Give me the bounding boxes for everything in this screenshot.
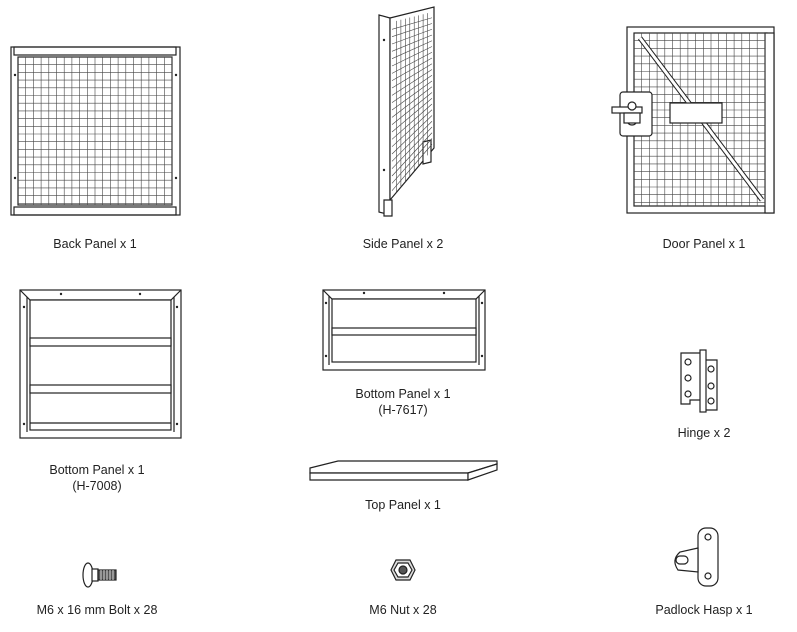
door-panel-label: Door Panel x 1 bbox=[662, 237, 746, 251]
top-panel-label: Top Panel x 1 bbox=[365, 498, 441, 512]
bolt-label: M6 x 16 mm Bolt x 28 bbox=[36, 603, 158, 617]
padlock-hasp-label: Padlock Hasp x 1 bbox=[655, 603, 753, 617]
hinge-label: Hinge x 2 bbox=[677, 426, 731, 440]
back-panel-label: Back Panel x 1 bbox=[53, 237, 137, 251]
nut-label: M6 Nut x 28 bbox=[369, 603, 437, 617]
side-panel-label: Side Panel x 2 bbox=[362, 237, 444, 251]
bottom-panel-large-code: (H-7008) bbox=[72, 479, 122, 493]
bottom-panel-large-label: Bottom Panel x 1 bbox=[49, 463, 145, 477]
bottom-panel-small-label: Bottom Panel x 1 bbox=[355, 387, 451, 401]
bottom-panel-small-code: (H-7617) bbox=[378, 403, 428, 417]
